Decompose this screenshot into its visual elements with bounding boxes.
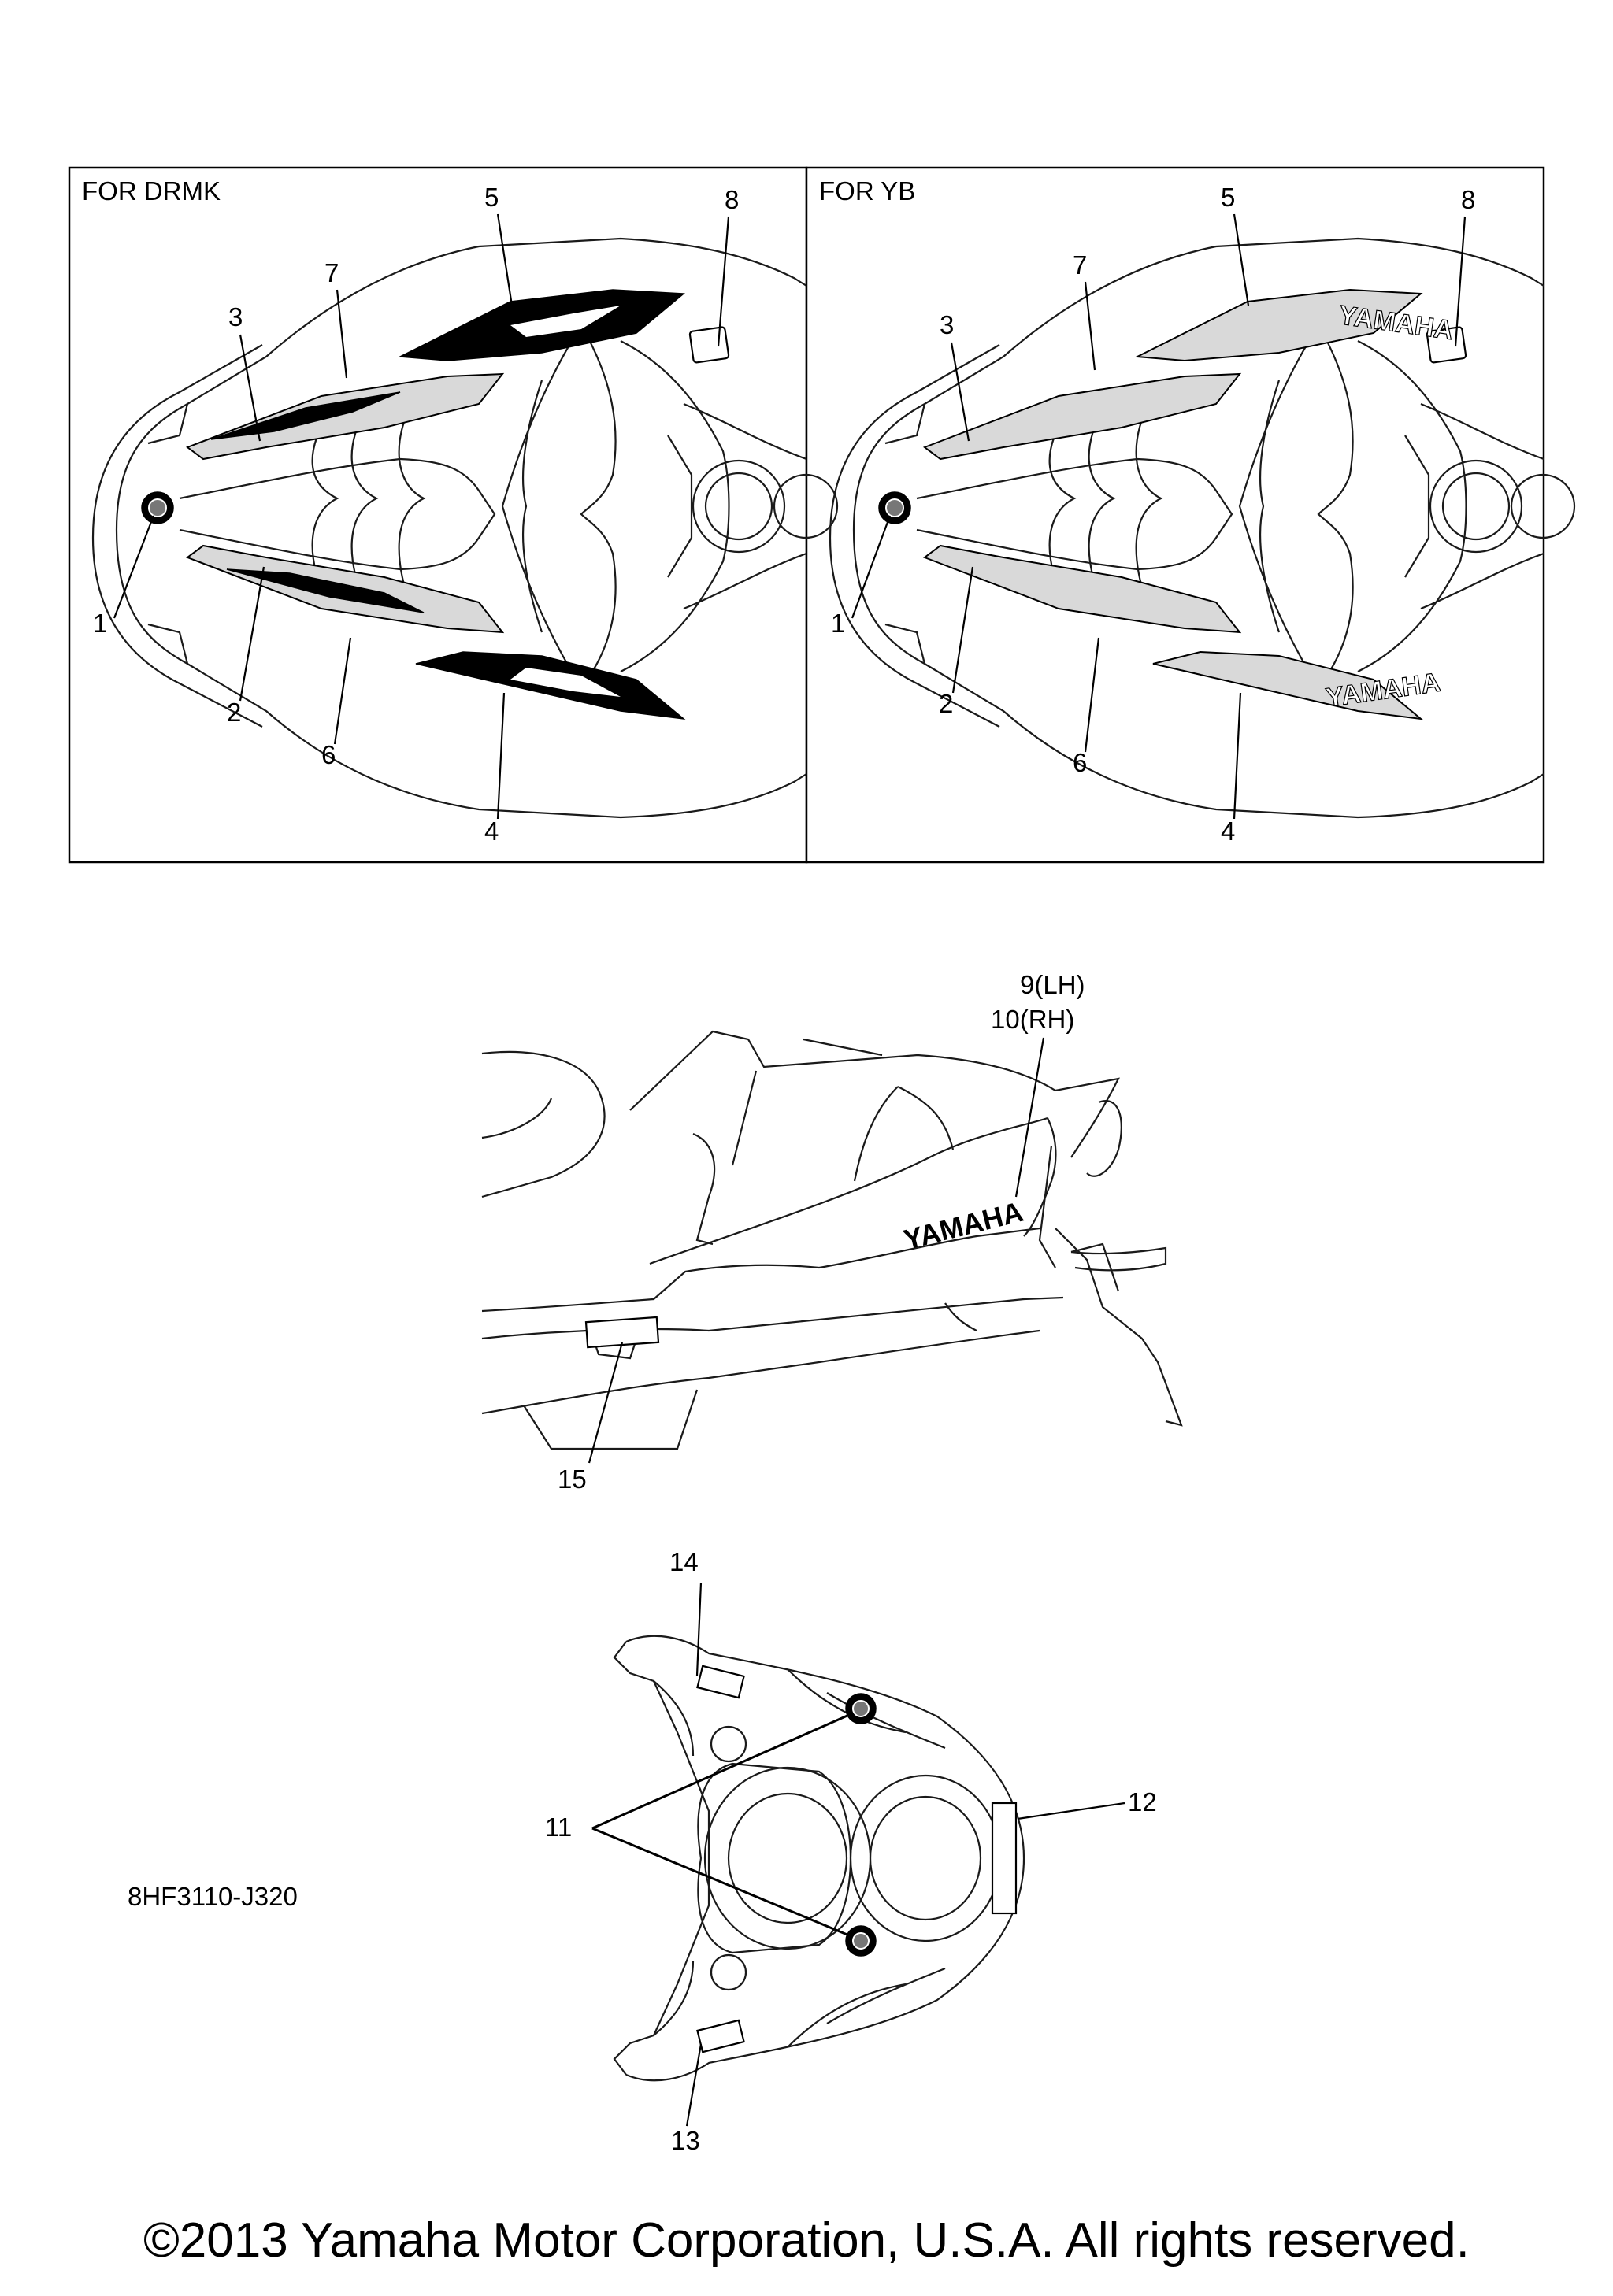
copyright: ©2013 Yamaha Motor Corporation, U.S.A. A… [143, 2213, 1470, 2268]
panel-title-yb: FOR YB [819, 176, 915, 206]
callout-2: 2 [227, 698, 241, 727]
callout-13: 13 [671, 2126, 700, 2155]
panel-drmk [68, 166, 808, 864]
top-view-drawing [613, 1635, 1025, 2082]
callout-1: 1 [831, 609, 845, 638]
side-yamaha-decal: YAMAHA [900, 1195, 1026, 1256]
callout-7: 7 [324, 258, 339, 287]
decal-15-plate [584, 1316, 660, 1349]
callout-5: 5 [484, 183, 499, 212]
drmk-deck-drawing [91, 237, 839, 819]
callout-8: 8 [725, 185, 739, 214]
callout-1: 1 [93, 609, 107, 638]
decal-12-plate [991, 1802, 1018, 1915]
callout-10-rh: 10(RH) [991, 1005, 1074, 1034]
decal-14-plate [696, 1665, 745, 1699]
callout-8: 8 [1461, 185, 1475, 214]
callout-4: 4 [1221, 817, 1235, 846]
panel-yb [805, 166, 1545, 864]
callout-6: 6 [321, 740, 336, 769]
callout-2: 2 [939, 689, 953, 718]
callout-14: 14 [669, 1547, 699, 1576]
yb-callouts: 1 2 3 4 5 6 7 8 [831, 183, 1475, 846]
callout-4: 4 [484, 817, 499, 846]
callout-9-lh: 9(LH) [1020, 970, 1085, 999]
callout-15: 15 [558, 1465, 587, 1494]
panel-title-drmk: FOR DRMK [82, 176, 221, 206]
callout-5: 5 [1221, 183, 1235, 212]
callout-3: 3 [940, 310, 954, 339]
callout-7: 7 [1073, 250, 1087, 280]
part-code: 8HF3110-J320 [128, 1882, 298, 1911]
callout-12: 12 [1128, 1787, 1157, 1816]
callout-6: 6 [1073, 748, 1087, 777]
callout-3: 3 [228, 302, 243, 331]
callout-11: 11 [545, 1813, 572, 1842]
decal-13-plate [696, 2019, 745, 2053]
side-view-drawing: YAMAHA [481, 1030, 1183, 1450]
drmk-callouts: 1 2 3 4 5 6 7 8 [93, 183, 739, 846]
